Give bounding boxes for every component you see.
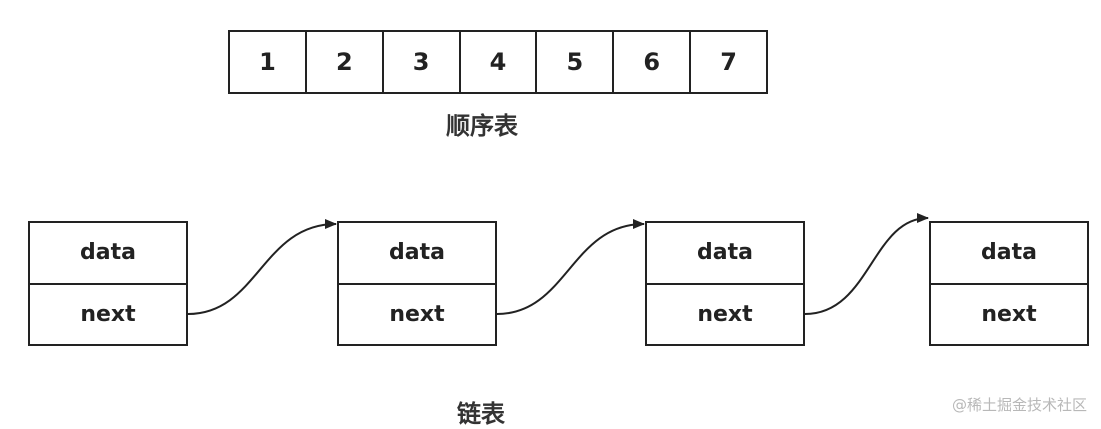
sequential-list-caption: 顺序表 bbox=[446, 112, 518, 140]
pointer-arrow-2-to-3 bbox=[496, 219, 645, 315]
sequential-list-array: 1 2 3 4 5 6 7 bbox=[228, 30, 768, 94]
array-cell: 5 bbox=[537, 32, 615, 92]
pointer-arrow-3-to-4 bbox=[804, 213, 929, 315]
array-cell: 7 bbox=[720, 48, 737, 76]
array-cell: 4 bbox=[461, 32, 538, 92]
node-data-field: data bbox=[30, 223, 186, 285]
array-cell: 6 bbox=[614, 32, 692, 92]
array-cell: 2 bbox=[307, 32, 384, 92]
node-next-field: next bbox=[697, 301, 753, 327]
array-cell: 3 bbox=[384, 32, 461, 92]
node-next-field: next bbox=[80, 301, 136, 327]
linked-list-node-4: data next bbox=[929, 221, 1089, 346]
node-data-field: data bbox=[647, 223, 803, 285]
node-data-field: data bbox=[931, 223, 1087, 285]
pointer-arrow-1-to-2 bbox=[187, 219, 337, 315]
linked-list-node-1: data next bbox=[28, 221, 188, 346]
node-data-field: data bbox=[339, 223, 495, 285]
node-next-field: next bbox=[389, 301, 445, 327]
watermark: @稀土掘金技术社区 bbox=[951, 396, 1087, 414]
node-next-field: next bbox=[981, 301, 1037, 327]
linked-list-node-2: data next bbox=[337, 221, 497, 346]
linked-list-node-3: data next bbox=[645, 221, 805, 346]
linked-list-caption: 链表 bbox=[457, 400, 505, 428]
array-cell: 1 bbox=[230, 32, 307, 92]
